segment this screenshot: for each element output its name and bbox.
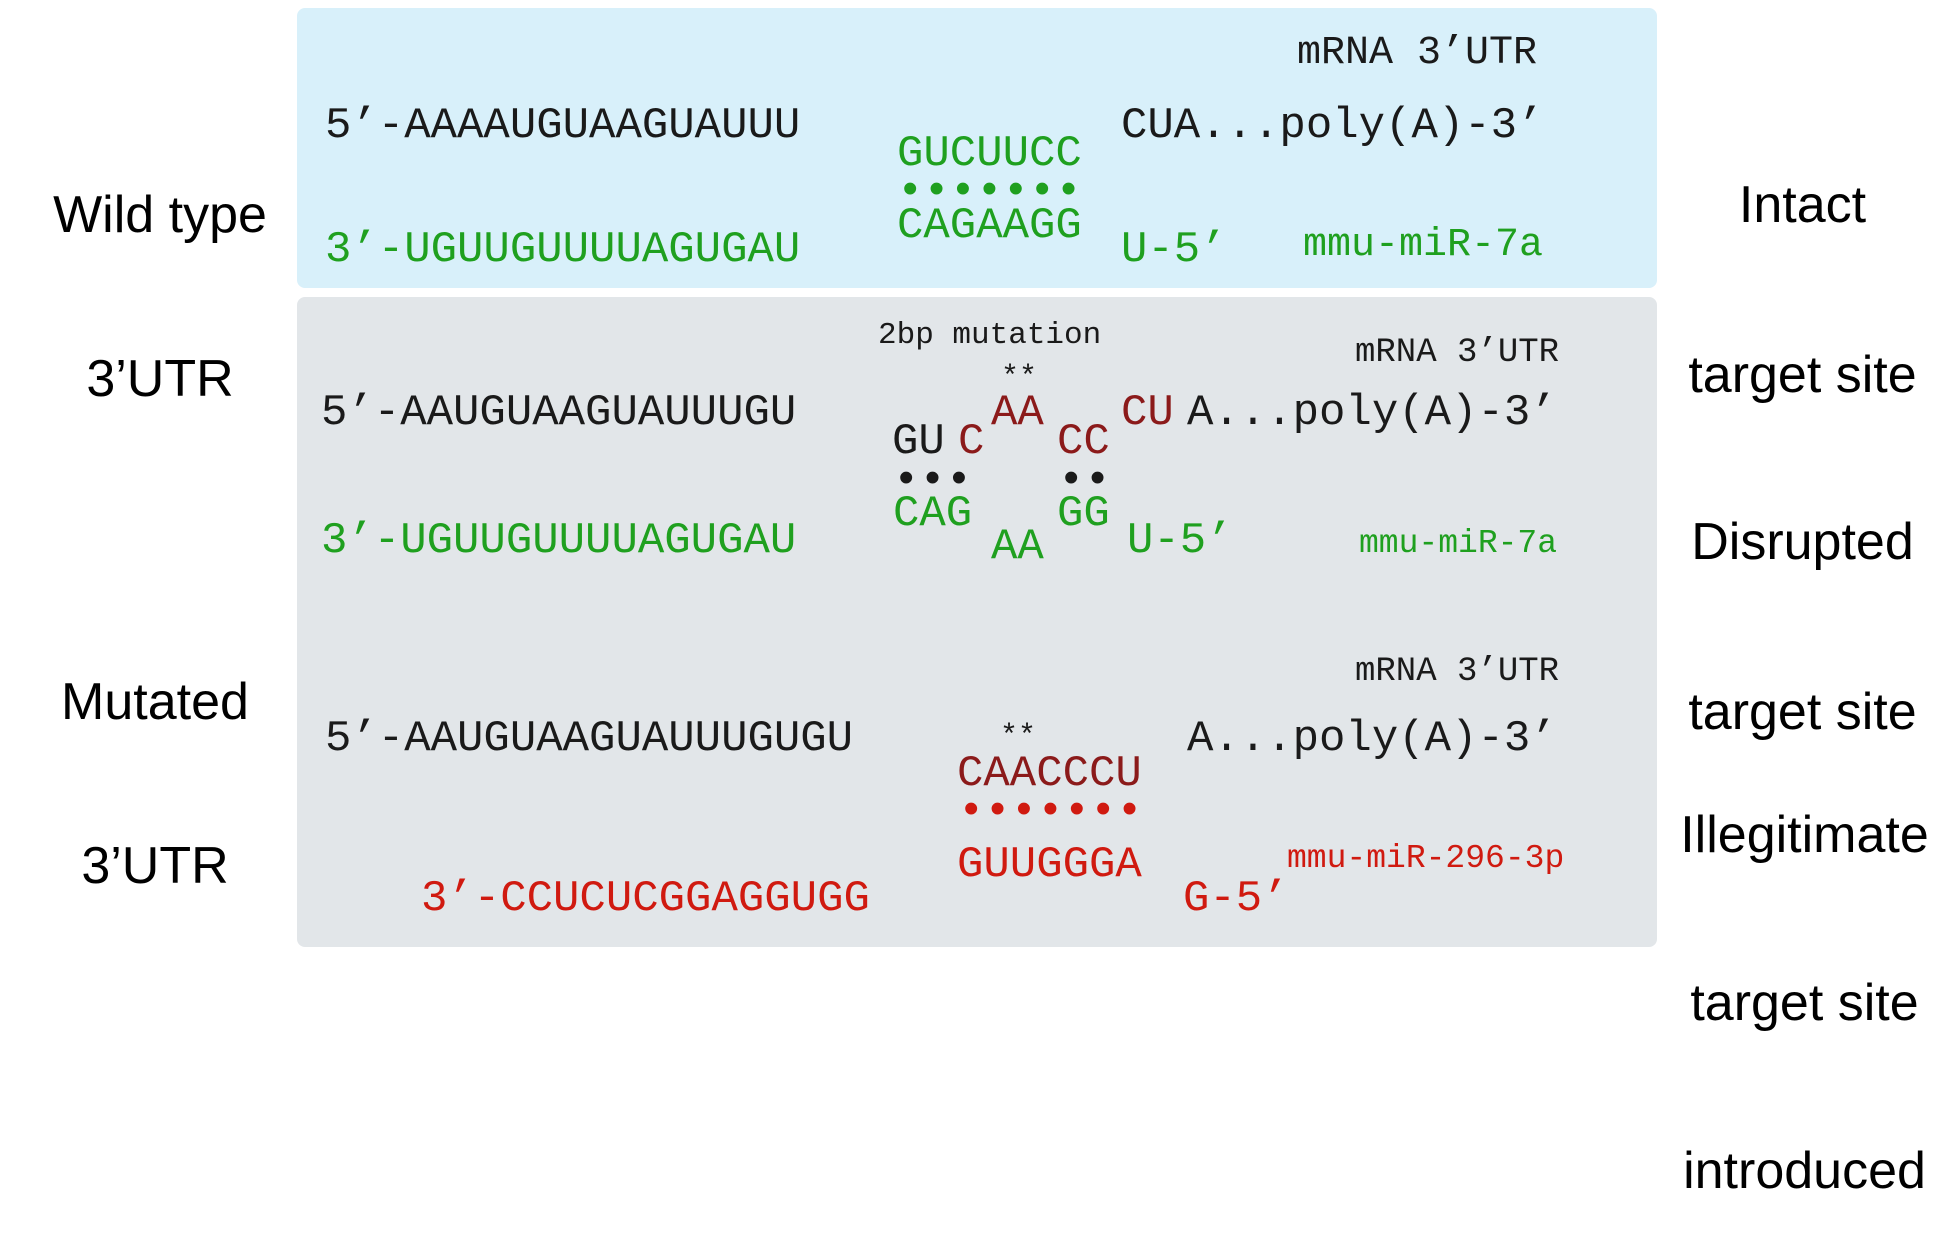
label-illegitimate-site: Illegitimate target site introduced (1660, 705, 1949, 1249)
disrupted-pairing-left: ••• (893, 456, 973, 506)
disrupted-pairing-right: •• (1058, 456, 1111, 506)
disrupted-site-c: C (958, 417, 985, 467)
illegitimate-mrna-site: CAACCCU (957, 749, 1142, 799)
disrupted-mirna-aa: AA (991, 522, 1044, 572)
disrupted-mirna-gg: GG (1057, 489, 1110, 539)
label-disrupted-line2: target site (1688, 683, 1917, 741)
wild-type-panel (297, 8, 1657, 288)
illegitimate-mirna-seed: GUUGGGA (957, 840, 1142, 890)
wt-mrna-3prime: CUA...poly(A)-3’ (1121, 101, 1544, 151)
label-mutated-line2: 3’UTR (81, 837, 229, 895)
wt-pairing: ••••••• (897, 167, 1082, 217)
illegitimate-mrna-5prime: 5’-AAUGUAAGUAUUUGUGU (325, 714, 854, 764)
disrupted-site-cc: CC (1057, 417, 1110, 467)
disrupted-mrna-5prime: 5’-AAUGUAAGUAUUUGU (321, 388, 797, 438)
wt-mirna-5prime: U-5’ (1121, 225, 1227, 275)
label-intact-line1: Intact (1738, 176, 1867, 234)
disrupted-mirna-cag: CAG (893, 489, 973, 539)
wt-mirna-name: mmu-miR-7a (1303, 223, 1544, 268)
wt-mrna-5prime: 5’-AAAAUGUAAGUAUUU (325, 101, 801, 151)
label-wild-type: Wild type 3’UTR (20, 85, 300, 457)
illegitimate-stars: ** (1000, 720, 1037, 754)
wt-mirna-seed: CAGAAGG (897, 201, 1082, 251)
label-mutated-line1: Mutated (61, 673, 249, 731)
label-illegitimate-line3: introduced (1683, 1142, 1926, 1200)
label-intact-line2: target site (1688, 346, 1917, 404)
disrupted-site-aa: AA (991, 388, 1044, 438)
wt-mrna-site: GUCUUCC (897, 129, 1082, 179)
mutation-note: 2bp mutation (878, 318, 1102, 353)
disrupted-mirna-name: mmu-miR-7a (1359, 525, 1558, 562)
label-illegitimate-line1: Illegitimate (1680, 806, 1929, 864)
label-disrupted-site: Disrupted target site (1660, 412, 1945, 790)
wt-header: mRNA 3’UTR (1297, 31, 1538, 76)
disrupted-stars: ** (1001, 361, 1038, 395)
label-intact-site: Intact target site (1660, 75, 1945, 453)
mutated-panel (297, 297, 1657, 947)
label-illegitimate-line2: target site (1690, 974, 1919, 1032)
label-mutated: Mutated 3’UTR (15, 572, 295, 944)
illegitimate-header: mRNA 3’UTR (1355, 653, 1560, 691)
disrupted-mrna-3prime: A...poly(A)-3’ (1187, 388, 1557, 438)
illegitimate-mrna-3prime: A...poly(A)-3’ (1187, 714, 1557, 764)
illegitimate-mirna-5prime: G-5’ (1183, 874, 1289, 924)
wt-mirna-3prime: 3’-UGUUGUUUUAGUGAU (325, 225, 801, 275)
label-disrupted-line1: Disrupted (1691, 513, 1914, 571)
label-wild-type-line1: Wild type (53, 186, 267, 244)
illegitimate-mirna-name: mmu-miR-296-3p (1287, 840, 1565, 877)
illegitimate-pairing: ••••••• (958, 787, 1143, 837)
disrupted-mirna-3prime: 3’-UGUUGUUUUAGUGAU (321, 516, 797, 566)
disrupted-mirna-5prime: U-5’ (1127, 516, 1233, 566)
label-wild-type-line2: 3’UTR (86, 350, 234, 408)
illegitimate-mirna-3prime: 3’-CCUCUCGGAGGUGG (421, 874, 870, 924)
disrupted-header: mRNA 3’UTR (1355, 334, 1560, 372)
disrupted-site-gu: GU (892, 417, 945, 467)
disrupted-site-cu: CU (1121, 388, 1174, 438)
